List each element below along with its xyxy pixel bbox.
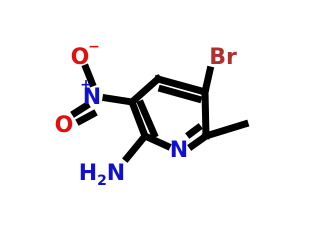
nitro-nitrogen-charge: +	[80, 77, 92, 93]
atom-amine-nitrogen-label: N	[107, 161, 125, 186]
atom-oxygen-top-label: O	[71, 45, 90, 70]
oxygen-top-charge: −	[88, 39, 100, 55]
bond-c5-br	[200, 65, 215, 97]
bond-c2-nh2	[122, 131, 150, 163]
bond-n-o-left-b	[75, 109, 98, 126]
bond-c4-c5	[153, 74, 210, 97]
atom-nitro-nitrogen-label: N	[83, 85, 101, 110]
bond-n-o-left-a	[70, 101, 91, 118]
bond-c4-c5-inner	[157, 84, 203, 104]
atom-ring-nitrogen-label: N	[170, 138, 188, 163]
bond-c6-methyl	[201, 119, 250, 141]
bond-c2-c3	[127, 97, 150, 141]
bond-c2-c3-inner	[136, 99, 159, 139]
molecule-structure: Br N N + O − O H 2 N	[55, 39, 250, 189]
atom-amine-subscript: 2	[97, 173, 107, 189]
bond-c3-no2	[102, 94, 136, 106]
atom-amine-hydrogen-label: H	[79, 161, 97, 186]
bond-n-o-top	[81, 63, 97, 88]
bond-c3-c4	[127, 74, 163, 107]
atom-oxygen-left-label: O	[55, 113, 74, 138]
bond-c6-n1-inner	[185, 123, 203, 139]
atom-bromine-label: Br	[209, 45, 237, 70]
bond-c5-c6	[201, 88, 210, 140]
